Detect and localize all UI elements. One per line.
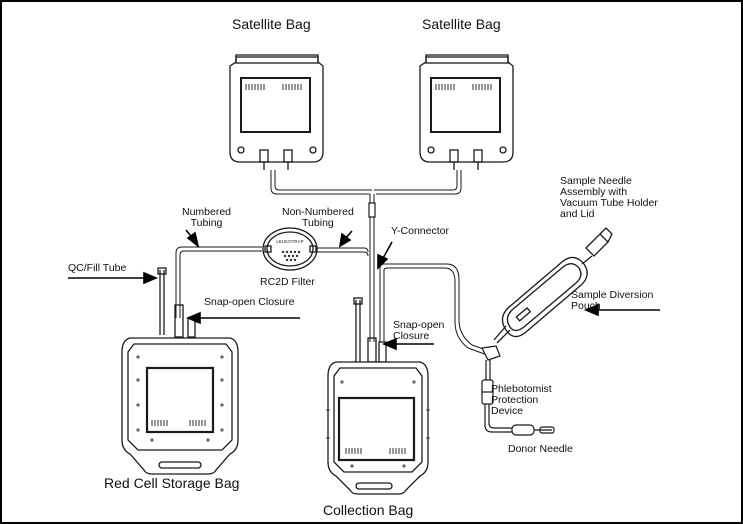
rc2d-filter-label: RC2D Filter — [260, 276, 315, 288]
collection-bag — [326, 297, 430, 495]
donor-needle — [511, 424, 555, 436]
red-cell-storage-bag — [121, 267, 239, 475]
rc2d-filter — [262, 227, 318, 271]
sample-diversion-pouch-label: Sample Diversion Pouch — [571, 289, 654, 313]
satellite-bag-left-label: Satellite Bag — [232, 16, 311, 32]
snap-open-closure-left-label: Snap-open Closure — [204, 296, 295, 308]
qc-fill-tube-label: QC/Fill Tube — [68, 262, 127, 274]
y-connector-label: Y-Connector — [391, 225, 449, 237]
collection-bag-label: Collection Bag — [323, 502, 414, 518]
sample-needle-assembly-label: Sample Needle Assembly with Vacuum Tube … — [560, 175, 658, 221]
snap-open-closure-right-label: Snap-open Closure — [393, 319, 445, 343]
non-numbered-tubing-label: Non-Numbered Tubing — [282, 206, 354, 230]
numbered-tubing-label: Numbered Tubing — [182, 206, 232, 230]
satellite-bag-left — [229, 54, 324, 170]
filter-brand-label: LEUKOTRAP — [276, 239, 303, 244]
sample-diversion-pouch — [493, 227, 613, 344]
satellite-bag-right — [419, 54, 514, 170]
pointer-arrows — [68, 229, 660, 351]
satellite-bag-right-label: Satellite Bag — [422, 16, 501, 32]
phlebotomist-protection-device-label: Phlebotomist Protection Device — [491, 383, 552, 418]
red-cell-storage-bag-label: Red Cell Storage Bag — [104, 475, 240, 491]
donor-needle-label: Donor Needle — [508, 443, 573, 455]
phlebotomist-protection-device — [481, 345, 512, 433]
